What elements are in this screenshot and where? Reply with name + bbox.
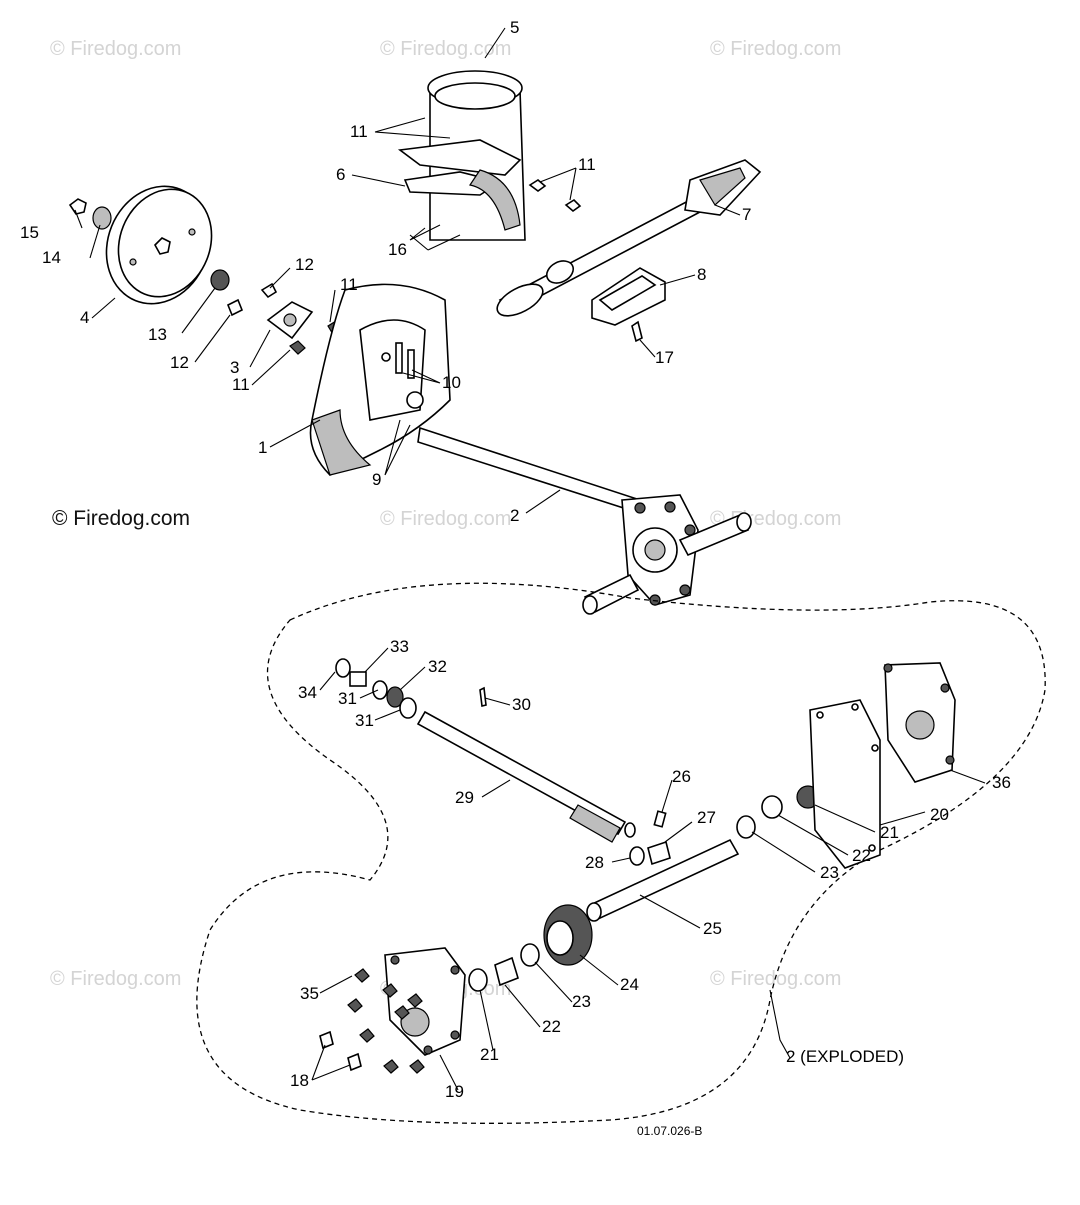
callout-27: 27 (697, 808, 716, 827)
callout-22: 22 (542, 1017, 561, 1036)
exploded-parts (319, 658, 956, 1074)
leader-lines (74, 27, 986, 1091)
callout-22: 22 (852, 846, 871, 865)
callout-23: 23 (572, 992, 591, 1011)
callout-19: 19 (445, 1082, 464, 1101)
watermark: © Firedog.com (380, 508, 511, 530)
callout-34: 34 (298, 683, 317, 702)
callout-12: 12 (170, 353, 189, 372)
callout-23: 23 (820, 863, 839, 882)
callout-6: 6 (336, 165, 345, 184)
callout-9: 9 (372, 470, 381, 489)
callout-30: 30 (512, 695, 531, 714)
callout-4: 4 (80, 308, 89, 327)
watermark-main: © Firedog.com (52, 507, 190, 530)
callout-32: 32 (428, 657, 447, 676)
callout-14: 14 (42, 248, 61, 267)
watermark: © Firedog.com (50, 38, 181, 60)
hardware-upper (68, 179, 582, 355)
callout-29: 29 (455, 788, 474, 807)
callout-11: 11 (350, 122, 368, 141)
part-chute (397, 70, 526, 241)
callout-24: 24 (620, 975, 639, 994)
part-pulley (105, 185, 213, 305)
callout-12: 12 (295, 255, 314, 274)
callout-20: 20 (930, 805, 949, 824)
part-shaft-assembly (417, 426, 752, 615)
callout-10: 10 (442, 373, 461, 392)
callout-2: 2 (510, 506, 519, 525)
callout-8: 8 (697, 265, 706, 284)
callout-21: 21 (480, 1045, 499, 1064)
callout-33: 33 (390, 637, 409, 656)
watermark: © Firedog.com (50, 968, 181, 990)
watermark: © Firedog.com (380, 38, 511, 60)
callout-11: 11 (232, 375, 250, 394)
callout-28: 28 (585, 853, 604, 872)
exploded-boundary (196, 582, 1046, 1124)
callout-21: 21 (880, 823, 899, 842)
diagram-code: 01.07.026-B (637, 1124, 702, 1138)
callout-16: 16 (388, 240, 407, 259)
callout-31: 31 (338, 689, 357, 708)
callout-35: 35 (300, 984, 319, 1003)
callouts: 5 11 11 6 7 15 14 16 12 8 11 4 13 12 17 … (20, 18, 1011, 1138)
callout-5: 5 (510, 18, 519, 37)
callout-11: 11 (340, 275, 358, 294)
callout-11: 11 (578, 155, 596, 174)
callout-17: 17 (655, 348, 674, 367)
callout-36: 36 (992, 773, 1011, 792)
callout-15: 15 (20, 223, 39, 242)
callout-7: 7 (742, 205, 751, 224)
part-cover (591, 267, 666, 343)
part-housing (309, 283, 451, 476)
callout-1: 1 (258, 438, 267, 457)
callout-31: 31 (355, 711, 374, 730)
callout-3: 3 (230, 358, 239, 377)
callout-13: 13 (148, 325, 167, 344)
callout-25: 25 (703, 919, 722, 938)
callout-18: 18 (290, 1071, 309, 1090)
callout-26: 26 (672, 767, 691, 786)
exploded-label: 2 (EXPLODED) (786, 1047, 904, 1066)
watermark: © Firedog.com (710, 38, 841, 60)
part-handle (496, 159, 762, 317)
